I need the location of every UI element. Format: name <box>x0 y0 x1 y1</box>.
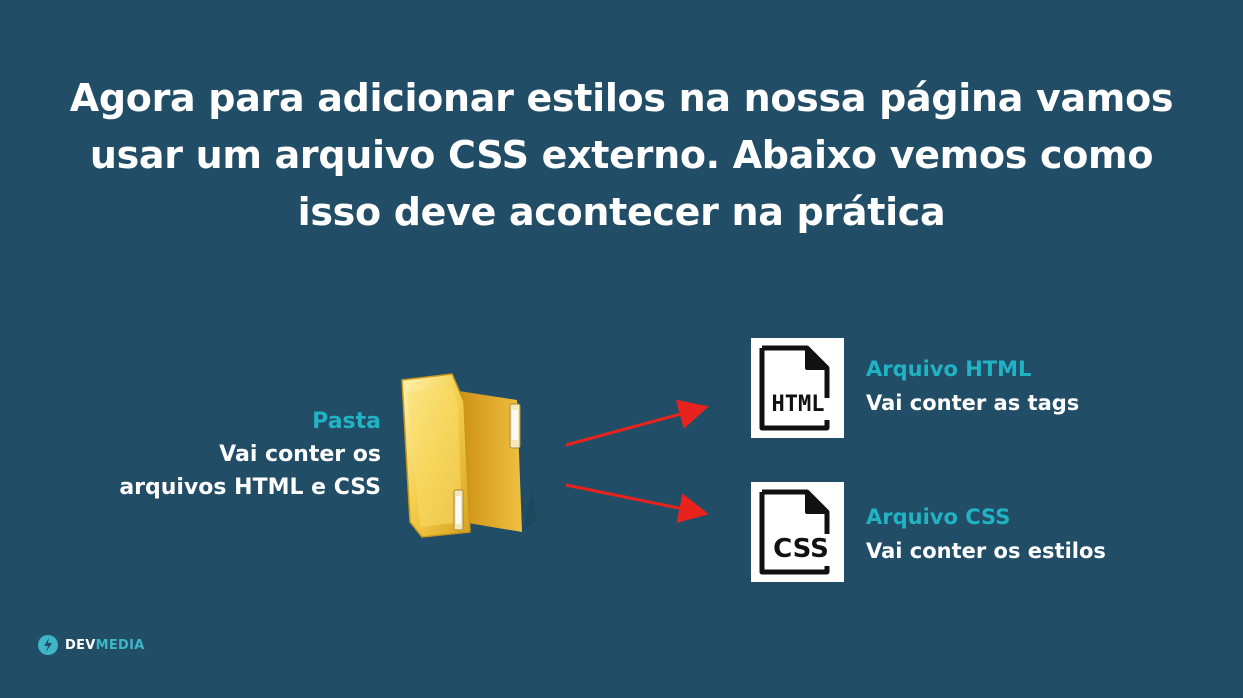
slide-title: Agora para adicionar estilos na nossa pá… <box>40 70 1203 241</box>
folder-heading: Pasta <box>312 409 381 434</box>
folder-desc-line-1: Vai conter os <box>219 442 381 467</box>
logo-text-dev: DEV <box>65 637 96 653</box>
css-file-icon: CSS <box>751 482 844 582</box>
devmedia-logo-text: DEVMEDIA <box>65 638 145 653</box>
devmedia-logo-icon <box>38 635 58 655</box>
title-line-1: Agora para adicionar estilos na nossa pá… <box>69 76 1174 120</box>
css-file-heading: Arquivo CSS <box>866 505 1011 529</box>
html-file-badge: HTML <box>772 392 825 417</box>
folder-icon <box>401 373 537 538</box>
html-file-description: Arquivo HTML Vai conter as tags <box>866 352 1079 420</box>
css-file-badge: CSS <box>773 534 829 564</box>
title-line-3: isso deve acontecer na prática <box>297 190 946 234</box>
title-line-2: usar um arquivo CSS externo. Abaixo vemo… <box>89 133 1154 177</box>
html-file-icon: HTML <box>751 338 844 438</box>
css-file-description: Arquivo CSS Vai conter os estilos <box>866 500 1106 568</box>
html-file-heading: Arquivo HTML <box>866 357 1032 381</box>
logo-text-media: MEDIA <box>95 637 145 653</box>
arrow-to-html <box>565 399 709 447</box>
html-file-desc: Vai conter as tags <box>866 391 1080 415</box>
css-file-desc: Vai conter os estilos <box>866 539 1106 563</box>
folder-desc-line-2: arquivos HTML e CSS <box>119 475 381 500</box>
folder-description: Pasta Vai conter os arquivos HTML e CSS <box>119 405 381 504</box>
arrow-to-css <box>565 483 709 523</box>
devmedia-logo: DEVMEDIA <box>37 634 145 656</box>
